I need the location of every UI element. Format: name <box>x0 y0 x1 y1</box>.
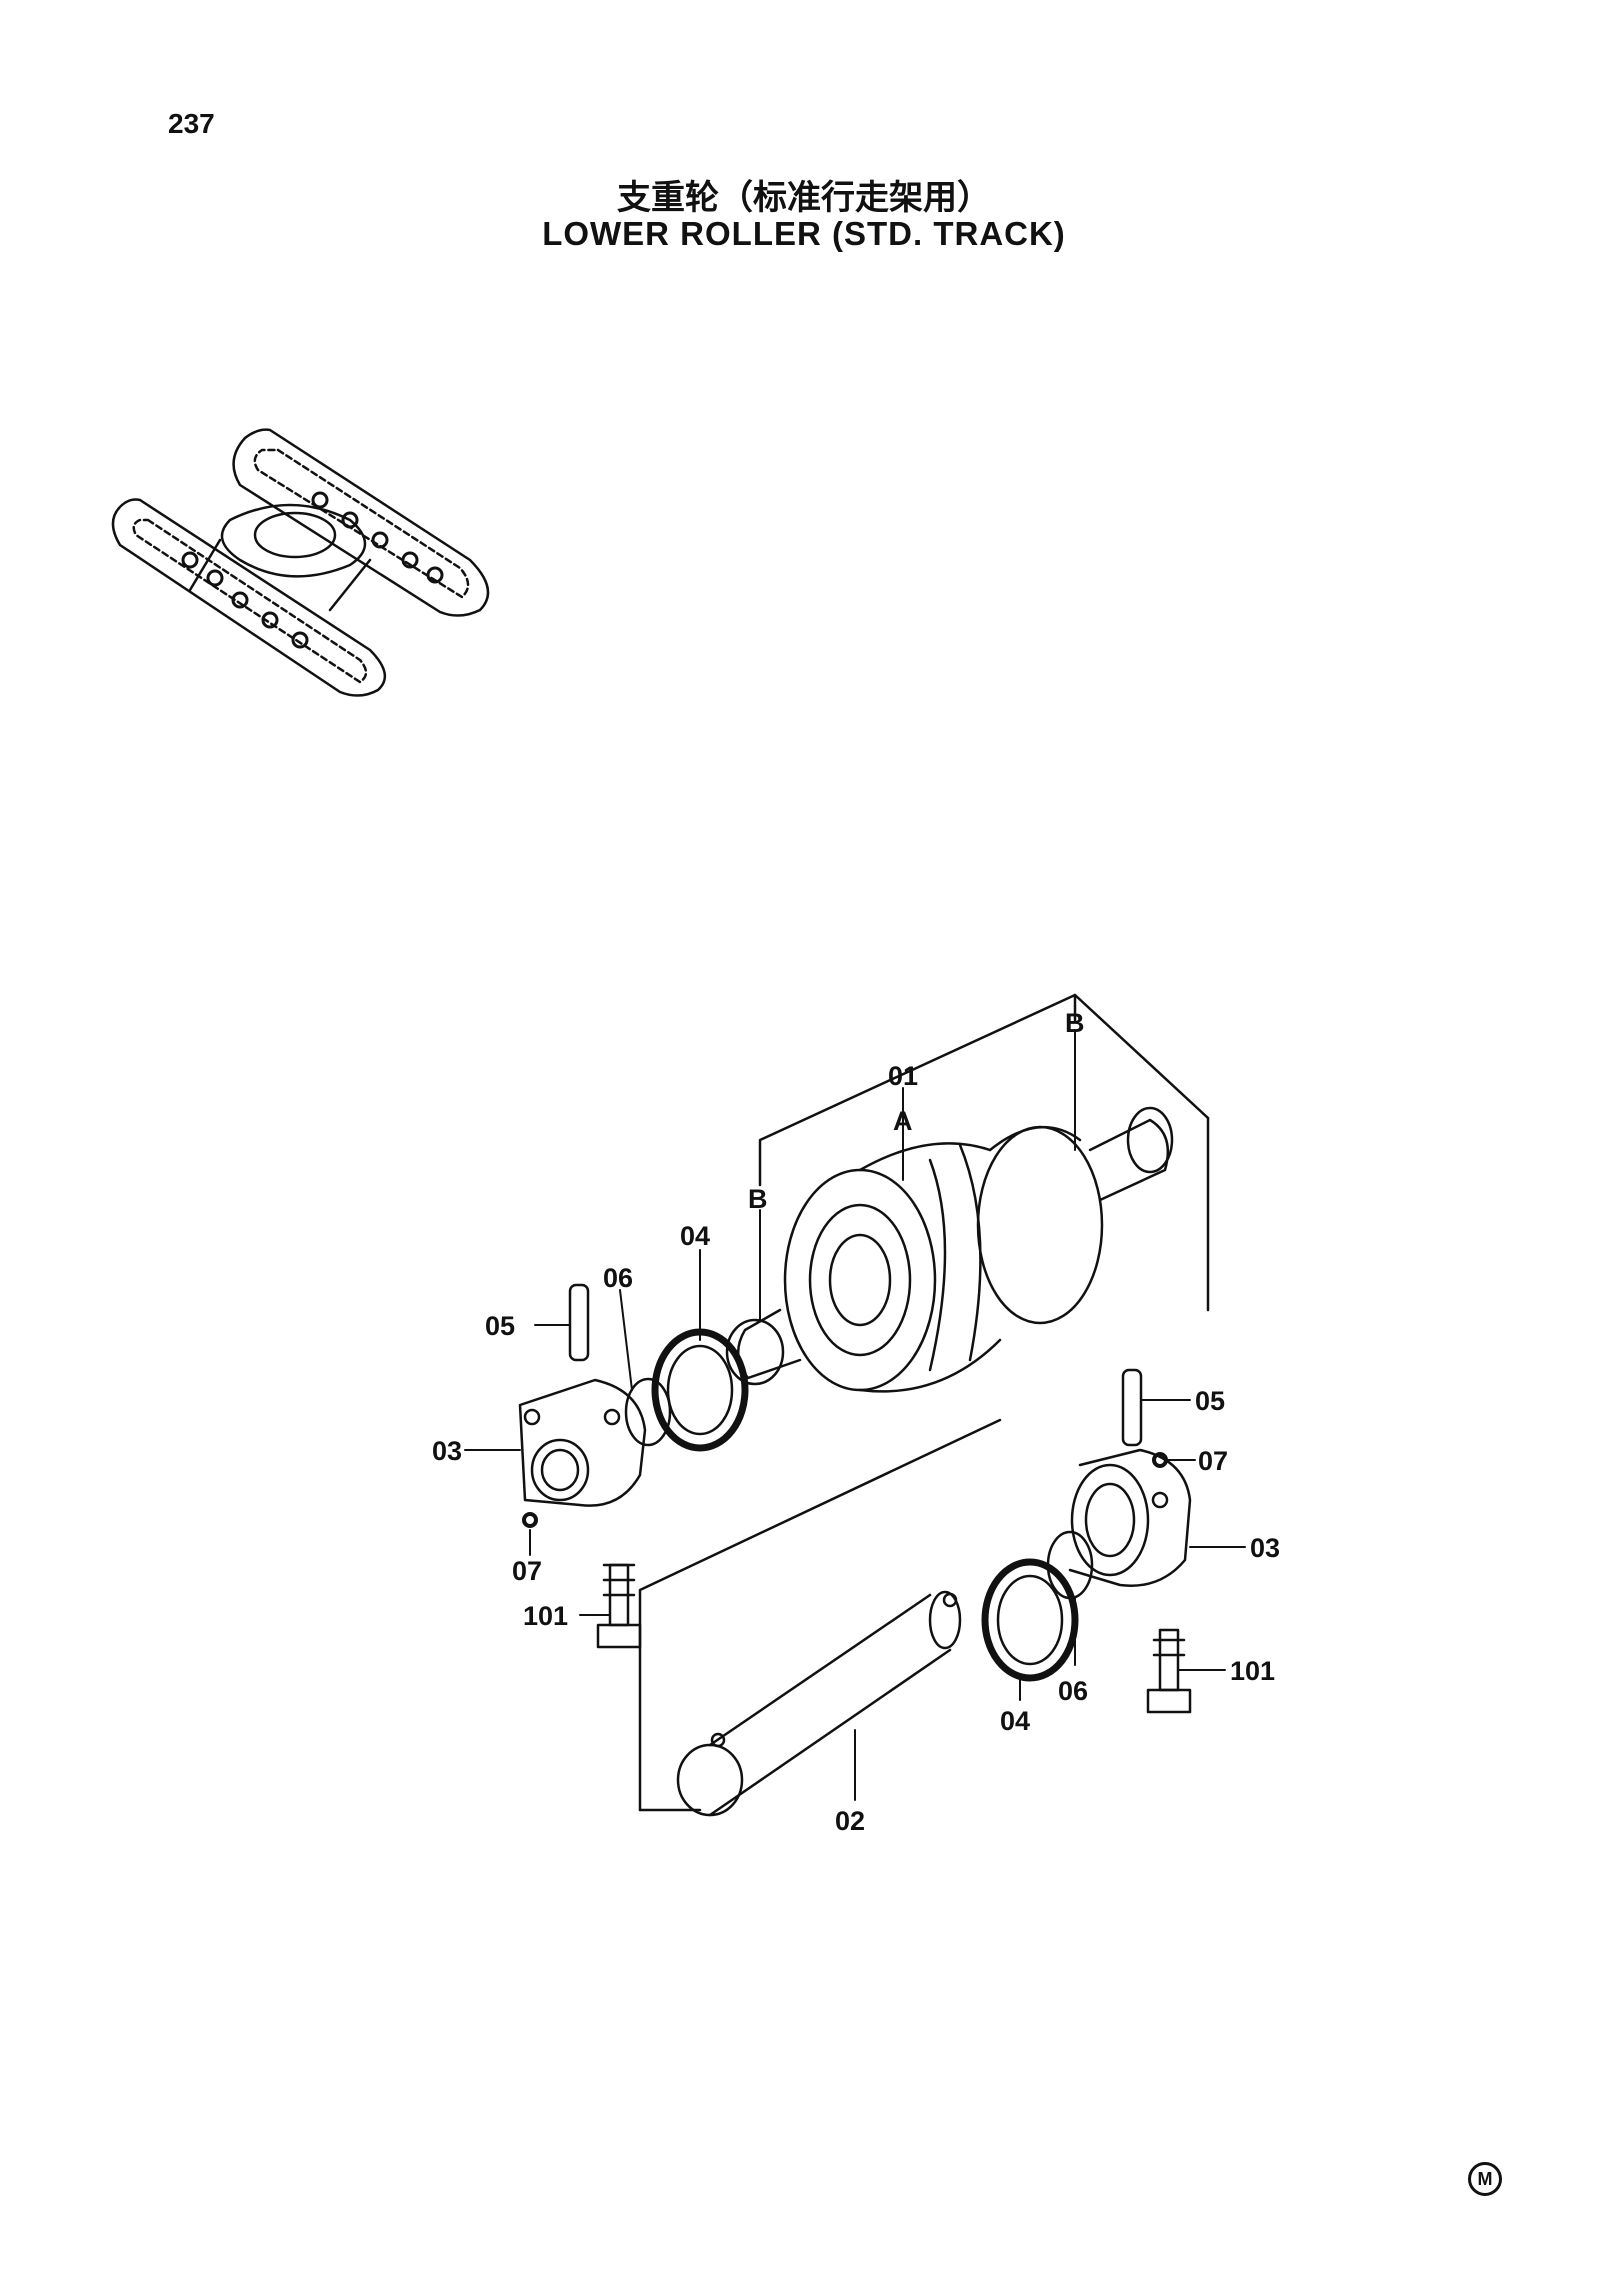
shaft-icon <box>676 1590 962 1817</box>
callout-shaft: 02 <box>835 1806 865 1836</box>
callout-section-b-left: B <box>748 1184 768 1214</box>
pin-icon <box>568 1283 590 1362</box>
track-frame-thumbnail-icon <box>111 428 490 697</box>
callout-section-a: A <box>893 1106 913 1136</box>
seal-icon <box>651 1328 1079 1682</box>
callout-ring-left: 06 <box>603 1263 633 1293</box>
collar-icon <box>518 1378 1192 1587</box>
ring-icon <box>624 1377 672 1447</box>
callout-section-b-top: B <box>1065 1008 1085 1038</box>
bolt-icon <box>596 1563 1192 1714</box>
callout-ring-right: 06 <box>1058 1676 1088 1706</box>
callout-pin-left: 05 <box>485 1311 515 1341</box>
callout-bolt-right: 101 <box>1230 1656 1275 1686</box>
callout-bolt-left: 101 <box>523 1601 568 1631</box>
callout-plug-right: 07 <box>1198 1446 1228 1476</box>
page-number: 237 <box>168 108 215 139</box>
manufacturer-mark: M <box>1468 2162 1502 2196</box>
callout-seal-left: 04 <box>680 1221 710 1251</box>
callout-seal-right: 04 <box>1000 1706 1030 1736</box>
callout-collar-left: 03 <box>432 1436 462 1466</box>
roller-body-icon <box>725 1106 1174 1393</box>
callout-plug-left: 07 <box>512 1556 542 1586</box>
title-chinese: 支重轮（标准行走架用） <box>617 178 991 218</box>
title-english: LOWER ROLLER (STD. TRACK) <box>542 215 1066 252</box>
callout-pin-right: 05 <box>1195 1386 1225 1416</box>
callout-roller: 01 <box>888 1061 918 1091</box>
callout-collar-right: 03 <box>1250 1533 1280 1563</box>
